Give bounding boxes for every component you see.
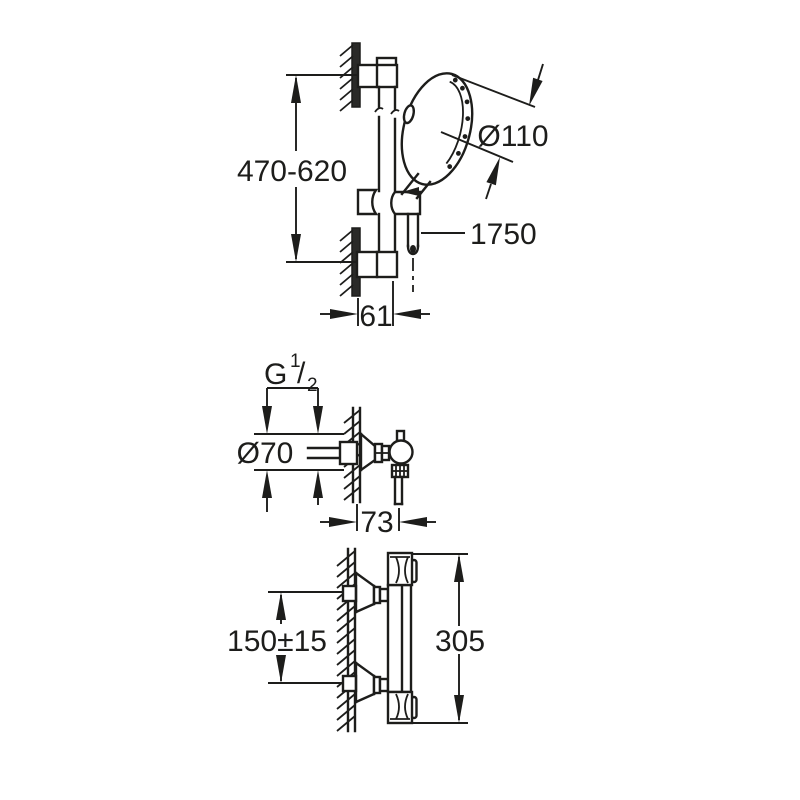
dimension-head-diameter: Ø110	[440, 63, 549, 200]
thermostat-dimensions: 150±15 305	[227, 553, 485, 724]
dimension-rail-height: 470-620	[237, 74, 358, 263]
dimension-wall-offset: 61	[320, 281, 430, 333]
spray-nozzles	[447, 77, 471, 169]
handle-edge	[400, 172, 420, 196]
projection-label: 73	[360, 506, 393, 539]
spray-mode-button	[402, 104, 415, 125]
ball-joint	[388, 439, 414, 465]
handle-edge	[415, 180, 432, 200]
rail-bracket-bottom	[355, 250, 399, 279]
rail-bracket-top	[356, 56, 399, 89]
connection-distance-label: 150±15	[227, 625, 327, 658]
thermostat-view	[336, 547, 418, 733]
spray-face-line	[445, 80, 464, 165]
wall-offset-label: 61	[359, 300, 392, 333]
shower-head-outline	[400, 72, 474, 186]
escutcheon-diameter-label: Ø70	[237, 437, 294, 470]
shower-rail-dimensions: 470-620 Ø110 1750 61	[237, 63, 549, 333]
rail-height-label: 470-620	[237, 155, 347, 188]
body-length-label: 305	[435, 625, 485, 658]
hand-shower	[400, 72, 474, 200]
handset-holder	[356, 187, 422, 216]
upper-connection	[341, 571, 390, 614]
dimension-escutcheon-diameter: Ø70	[237, 433, 344, 471]
rail-break-mark	[390, 109, 400, 115]
dimension-projection: 73	[320, 504, 436, 539]
volume-handle	[386, 690, 418, 725]
connection-nut-top	[341, 584, 358, 603]
dimension-body-length: 305	[413, 553, 485, 724]
rail-break-mark	[374, 107, 384, 113]
temperature-handle	[386, 551, 418, 587]
supply-pipe	[306, 440, 359, 466]
wall-hatching-bottom	[336, 547, 357, 733]
connection-nut-bottom	[341, 674, 358, 693]
dimension-hose-length: 1750	[421, 218, 537, 251]
union-body	[388, 429, 414, 506]
wall-union-view	[306, 406, 414, 506]
union-nut	[338, 440, 359, 466]
head-diameter-label: Ø110	[477, 120, 548, 153]
escutcheon	[359, 432, 391, 472]
shower-rail-view	[339, 42, 474, 297]
shower-rail	[374, 85, 400, 254]
dimension-connection-distance: 150±15	[227, 591, 343, 684]
shower-hose	[406, 212, 420, 292]
mixer-body	[386, 583, 413, 694]
hose-length-label: 1750	[470, 218, 537, 251]
